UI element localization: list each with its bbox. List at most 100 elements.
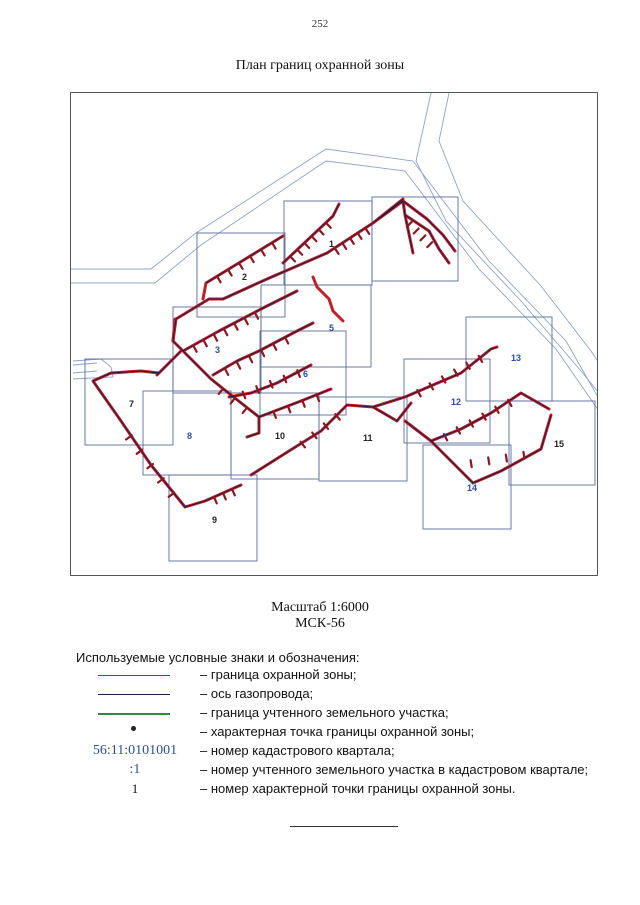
legend-item-land-plot: – граница учтенного земельного участка; [76, 704, 636, 723]
footer-rule [290, 826, 398, 827]
page-title: План границ охранной зоны [235, 58, 405, 73]
legend-text: – характерная точка границы охранной зон… [200, 724, 475, 739]
quarter-cell [318, 396, 408, 482]
sheet-label: 5 [329, 323, 334, 333]
branch-tick [124, 434, 133, 441]
branch-tick [348, 236, 355, 245]
branch-tick [296, 248, 304, 256]
characteristic-point-dot-icon [131, 726, 136, 731]
quarter-cell [371, 196, 459, 282]
zone-west-7 [91, 349, 243, 509]
legend-item-zone-boundary: – граница охранной зоны; [76, 666, 636, 685]
branch-tick [212, 495, 218, 505]
road-outline-lower [71, 160, 597, 409]
sheet-label: 8 [187, 431, 192, 441]
branch-tick [212, 333, 219, 342]
branch-tick [230, 487, 236, 497]
quarter-cell [259, 330, 347, 416]
sheet-label: 7 [129, 399, 134, 409]
branch-tick [259, 348, 266, 358]
zone-east-12 [371, 345, 553, 485]
legend-item-cadastral-quarter: 56:11:0101001 – номер кадастрового кварт… [76, 742, 636, 761]
branch-tick [192, 344, 198, 353]
branch-tick [455, 426, 462, 435]
legend-symbol [76, 685, 194, 704]
branch-tick [223, 367, 230, 376]
branch-tick [255, 385, 260, 394]
legend-text: – граница охранной зоны; [200, 667, 357, 682]
branch-tick [303, 241, 311, 250]
branch-tick [442, 433, 449, 442]
sheet-label: 2 [242, 272, 247, 282]
branch-tick [317, 228, 325, 236]
quarter-cell [84, 358, 174, 446]
legend-text: – ось газопровода; [200, 686, 314, 701]
branch-tick [468, 419, 474, 428]
branch-tick [229, 396, 237, 405]
branch-tick [296, 369, 301, 378]
branch-tick [283, 336, 290, 345]
sheet-labels-layer: 1 2 3 5 6 7 8 9 10 11 12 13 14 15 [129, 239, 564, 525]
branch-tick [271, 342, 278, 351]
branch-tick [453, 368, 459, 377]
point-number-sample: 1 [131, 781, 139, 796]
quarter-cell [422, 444, 512, 530]
legend-text: – номер учтенного земельного участка в к… [200, 762, 589, 777]
branch-tick [465, 361, 471, 370]
branch-tick [217, 387, 225, 396]
branch-tick [477, 354, 484, 364]
branch-tick [494, 405, 500, 414]
branch-tick [272, 410, 277, 419]
branch-tick [268, 379, 274, 389]
branch-tick [507, 398, 513, 408]
legend-title: Используемые условные знаки и обозначени… [76, 650, 360, 665]
branch-tick [221, 491, 227, 501]
legend-item-pipeline-axis: – ось газопровода; [76, 685, 636, 704]
legend-symbol [76, 666, 194, 685]
legend-symbol [76, 704, 194, 723]
branch-tick [419, 234, 427, 242]
land-plot-line-icon [98, 713, 170, 715]
sheet-label: 12 [451, 397, 461, 407]
sheet-label: 13 [511, 353, 521, 363]
zone-middle-spur [311, 275, 345, 323]
map-scale: Масштаб 1:6000 МСК-56 [0, 600, 640, 632]
branch-tick [241, 390, 247, 400]
scale-text: Масштаб 1:6000 [271, 600, 369, 615]
branch-tick [310, 235, 318, 243]
legend-text: – номер характерной точки границы охранн… [200, 781, 516, 796]
branch-tick [324, 221, 332, 229]
quarter-cell [283, 200, 373, 286]
branch-tick [253, 311, 260, 320]
branch-tick [286, 404, 292, 414]
branch-tick [235, 361, 242, 370]
quarter-cell [508, 400, 596, 486]
land-plot-number-sample: :1 [129, 762, 141, 777]
branch-tick [301, 399, 306, 408]
cadastral-quarter-sample: 56:11:0101001 [92, 743, 178, 758]
branch-tick [487, 456, 491, 466]
branch-tick [469, 459, 473, 469]
branch-tick [270, 241, 277, 250]
branch-tick [334, 413, 341, 421]
branch-tick [405, 220, 413, 228]
legend-symbol [76, 723, 194, 742]
branch-tick [356, 231, 363, 240]
branch-tick [233, 322, 239, 331]
map-frame: 1 2 3 5 6 7 8 9 10 11 12 13 14 15 [70, 92, 598, 576]
legend-item-point-number: 1 – номер характерной точки границы охра… [76, 780, 636, 799]
branch-tick [416, 389, 422, 398]
pipeline-axis-layer [92, 197, 552, 508]
branch-tick [248, 255, 255, 264]
sheet-label: 6 [303, 369, 308, 379]
branch-tick [282, 374, 288, 384]
branch-tick [522, 450, 526, 460]
branch-tick [311, 431, 318, 440]
branch-tick [412, 227, 420, 235]
zone-north-west [171, 202, 341, 343]
legend-text: – номер кадастрового квартала; [200, 743, 395, 758]
protection-zone-map: 1 2 3 5 6 7 8 9 10 11 12 13 14 15 [71, 93, 597, 562]
sheet-label: 3 [215, 345, 220, 355]
legend-text: – граница учтенного земельного участка; [200, 705, 449, 720]
branch-tick [226, 268, 233, 277]
